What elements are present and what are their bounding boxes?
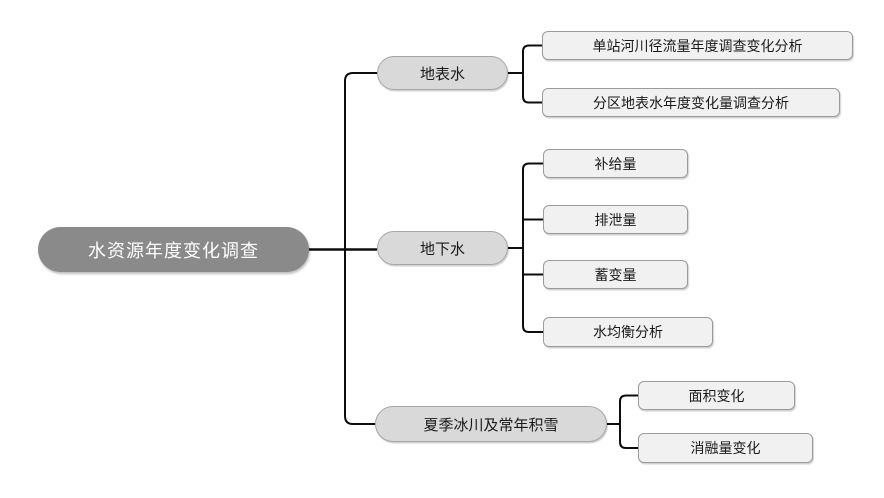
leaf-node-water-balance-analysis[interactable]: 水均衡分析: [543, 317, 713, 347]
root-node-water-resources-survey[interactable]: 水资源年度变化调查: [38, 227, 309, 272]
connector-groundwater-to-leaf-1: [522, 162, 543, 248]
leaf-node-melt-volume-change[interactable]: 消融量变化: [638, 433, 813, 463]
leaf-node-area-change[interactable]: 面积变化: [638, 381, 795, 410]
branch-node-glacier-snow[interactable]: 夏季冰川及常年积雪: [375, 406, 607, 442]
leaf-node-discharge-volume[interactable]: 排泄量: [543, 205, 688, 234]
leaf-node-storage-change-volume[interactable]: 蓄变量: [543, 260, 688, 289]
leaf-node-regional-surface-water-analysis[interactable]: 分区地表水年度变化量调查分析: [542, 88, 840, 117]
connector-surface-water-to-leaf-1: [522, 44, 542, 73]
branch-node-groundwater[interactable]: 地下水: [377, 231, 508, 265]
connector-glacier-snow-to-leaf-2: [619, 424, 638, 449]
connector-glacier-snow-to-leaf-1: [619, 394, 638, 424]
leaf-node-recharge-volume[interactable]: 补给量: [543, 149, 688, 178]
branch-node-surface-water[interactable]: 地表水: [377, 56, 508, 90]
connector-groundwater-to-leaf-4: [522, 248, 543, 333]
connector-trunk-up-to-surface-water: [344, 72, 377, 250]
connector-surface-water-to-leaf-2: [522, 73, 542, 104]
leaf-node-single-station-runoff-analysis[interactable]: 单站河川径流量年度调查变化分析: [542, 31, 853, 60]
connector-trunk-down-to-glacier-snow: [344, 249, 375, 425]
